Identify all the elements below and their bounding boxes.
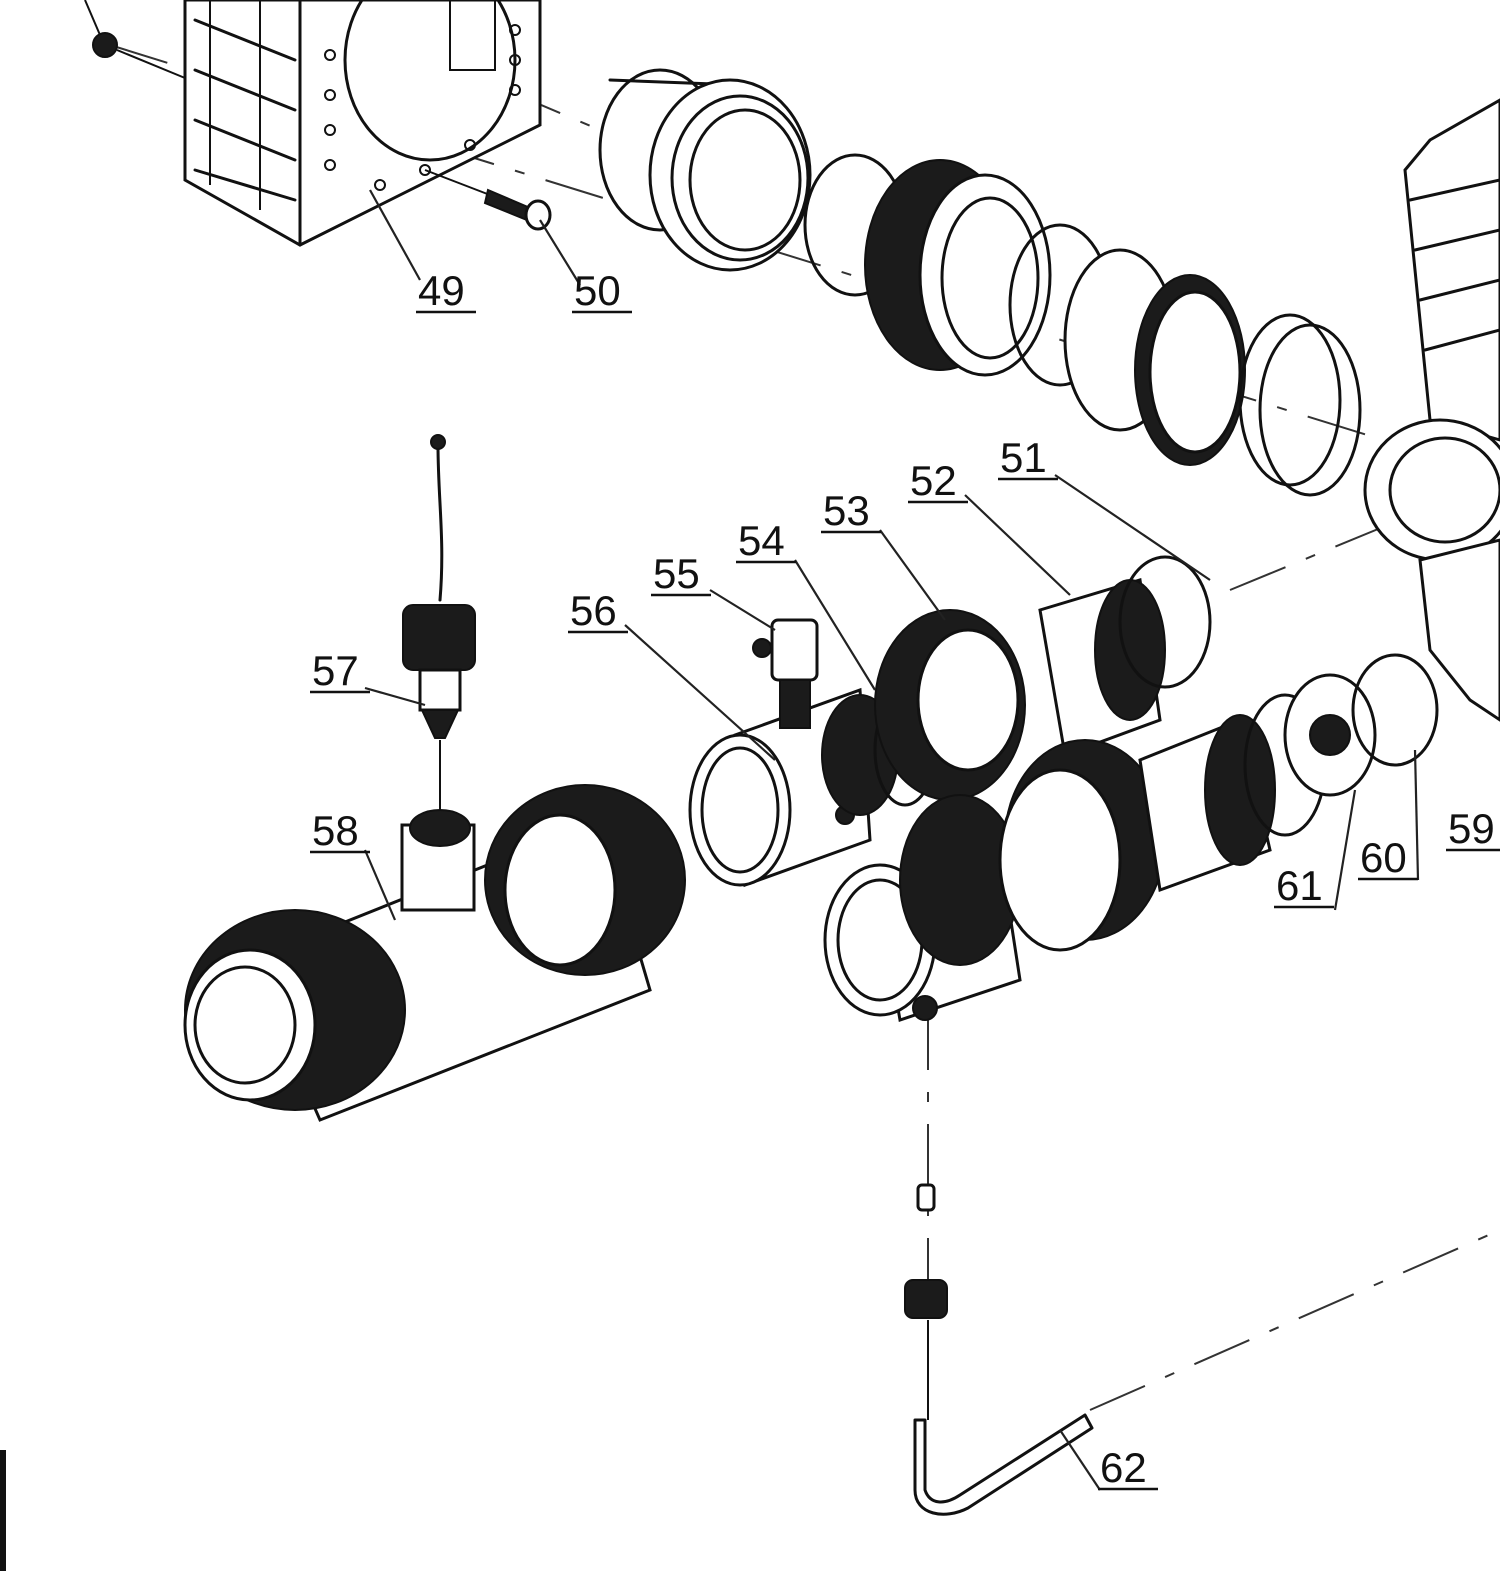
callout-59: 59 [1446, 805, 1500, 852]
part-53-union-nut [874, 609, 1026, 801]
part-55-fitting [752, 618, 819, 729]
callout-62-label: 62 [1100, 1444, 1147, 1491]
callout-50: 50 [572, 267, 632, 314]
callout-50-label: 50 [574, 267, 621, 314]
callout-51: 51 [998, 434, 1058, 481]
callout-55: 55 [651, 550, 711, 597]
part-51-o-ring [1118, 555, 1212, 689]
leader-lines [363, 189, 1420, 1491]
callout-55-label: 55 [653, 550, 700, 597]
callout-59-label: 59 [1448, 805, 1495, 852]
callout-labels: 49 50 51 52 53 54 55 56 [310, 267, 1500, 1491]
callout-49-label: 49 [418, 267, 465, 314]
callout-52-label: 52 [910, 457, 957, 504]
callout-57: 57 [310, 647, 370, 694]
upper-strainer-insert [1063, 248, 1246, 466]
pump-housing-partial [1363, 98, 1500, 722]
callout-54: 54 [736, 517, 796, 564]
part-58-tee-assembly [183, 784, 686, 1122]
part-52-strainer-insert [1038, 578, 1166, 758]
callout-56-label: 56 [570, 587, 617, 634]
callout-51-label: 51 [1000, 434, 1047, 481]
callout-61: 61 [1274, 862, 1334, 909]
callout-57-label: 57 [312, 647, 359, 694]
plate-bolt-holes [324, 24, 521, 191]
callout-49: 49 [416, 267, 476, 314]
lower-union-assembly [823, 693, 1327, 1022]
tee-union-left [183, 909, 406, 1111]
upper-union-nut [864, 159, 1052, 377]
callout-62: 62 [1098, 1444, 1158, 1491]
callout-56: 56 [568, 587, 628, 634]
drain-fitting-parts [904, 995, 948, 1420]
part-62-drain-tube [913, 1413, 1094, 1516]
part-50-bolt [424, 169, 552, 231]
callout-53: 53 [821, 487, 881, 534]
upper-union-assembly [598, 68, 1362, 497]
part-61-check-valve [1283, 673, 1377, 797]
callout-60-label: 60 [1360, 834, 1407, 881]
small-nut [84, 0, 186, 79]
upper-threaded-collar [648, 78, 812, 272]
part-57-sensor [402, 434, 476, 815]
callout-54-label: 54 [738, 517, 785, 564]
edge-marker [0, 1450, 6, 1571]
callout-58-label: 58 [312, 807, 359, 854]
tee-union-right [484, 784, 686, 976]
part-49-mounting-plate [183, 0, 542, 247]
callout-61-label: 61 [1276, 862, 1323, 909]
callout-58: 58 [310, 807, 370, 854]
callout-52: 52 [908, 457, 968, 504]
part-60-o-ring [1351, 653, 1439, 767]
callout-60: 60 [1358, 834, 1418, 881]
callout-53-label: 53 [823, 487, 870, 534]
